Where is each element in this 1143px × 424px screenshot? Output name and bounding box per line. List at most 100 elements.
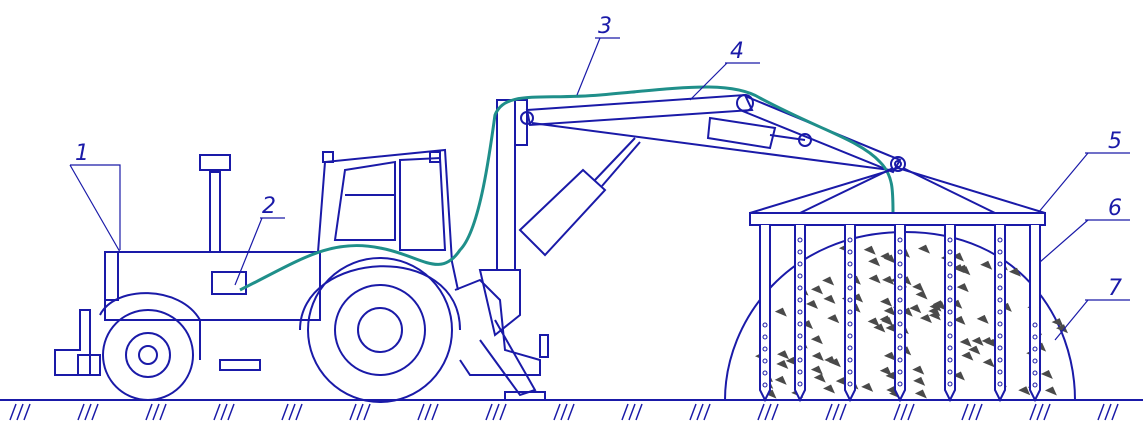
- ground-hatch-mark: [77, 403, 85, 421]
- probe-hole: [997, 369, 1003, 375]
- pile-particle: [861, 382, 874, 392]
- ground-hatch-mark: [499, 403, 507, 421]
- ground-hatch-mark: [635, 403, 643, 421]
- ground-hatch-mark: [159, 403, 167, 421]
- pile-particle: [774, 375, 787, 385]
- pile-particle: [811, 285, 824, 295]
- probe-hole: [797, 321, 803, 327]
- pile-particle: [851, 293, 864, 303]
- ground-hatch-mark: [560, 403, 568, 421]
- callout-7: 7: [1108, 276, 1122, 301]
- probe-hole: [997, 285, 1003, 291]
- probe-hole: [1032, 382, 1038, 388]
- probe-hole: [762, 370, 768, 376]
- callout-2: 2: [262, 194, 276, 219]
- pile-particle: [801, 320, 814, 330]
- ground-hatch-mark: [145, 403, 153, 421]
- ground-hatch-mark: [1029, 403, 1037, 421]
- probe-hole: [997, 321, 1003, 327]
- ground-hatch-mark: [16, 403, 24, 421]
- probe-hole: [797, 333, 803, 339]
- probe-hole: [797, 237, 803, 243]
- probe-hole: [797, 381, 803, 387]
- probe-hole: [847, 381, 853, 387]
- injector-probe: [1029, 225, 1041, 403]
- pile-particle: [950, 299, 963, 309]
- probe-hole: [997, 237, 1003, 243]
- probe-hole: [797, 285, 803, 291]
- pile-particle: [912, 365, 925, 375]
- probe-hole: [897, 285, 903, 291]
- probe-hole: [897, 237, 903, 243]
- ground-hatch-mark: [492, 403, 500, 421]
- probe-hole: [797, 261, 803, 267]
- ground-hatch-mark: [213, 403, 221, 421]
- probe-hole: [947, 237, 953, 243]
- probe-hole: [897, 357, 903, 363]
- probe-hole: [897, 321, 903, 327]
- probe-hole: [897, 345, 903, 351]
- pile-particle: [764, 389, 777, 399]
- pile-particle: [824, 355, 837, 365]
- ground-hatch-mark: [227, 403, 235, 421]
- ground-hatch-mark: [771, 403, 779, 421]
- callout-6: 6: [1108, 196, 1122, 221]
- injector-frame: [749, 166, 1046, 403]
- ground-hatch-mark: [281, 403, 289, 421]
- pile-particle: [810, 365, 823, 375]
- pile-particle: [823, 384, 836, 394]
- pile-particle: [968, 345, 981, 355]
- pile-particle: [810, 335, 823, 345]
- pile-particle: [879, 315, 892, 325]
- probe-hole: [847, 285, 853, 291]
- probe-hole: [897, 249, 903, 255]
- pile-particle: [776, 350, 789, 360]
- boom: [496, 93, 906, 271]
- ground-hatch-mark: [825, 403, 833, 421]
- ground-hatch-mark: [84, 403, 92, 421]
- probe-hole: [947, 333, 953, 339]
- probe-hole: [847, 261, 853, 267]
- ground-hatch-mark: [968, 403, 976, 421]
- pile-particle: [882, 275, 895, 285]
- pile-particle: [883, 351, 896, 361]
- probe-hole: [762, 358, 768, 364]
- pile-particle: [867, 317, 880, 327]
- pile-particle: [958, 266, 971, 276]
- probe-hole: [847, 357, 853, 363]
- probe-hole: [947, 273, 953, 279]
- probe-hole: [847, 273, 853, 279]
- probe-hole: [947, 285, 953, 291]
- pile-particle: [868, 257, 881, 267]
- ground-hatch-mark: [1111, 403, 1119, 421]
- probe-hole: [797, 273, 803, 279]
- ground-hatch-mark: [1104, 403, 1112, 421]
- pile-particle: [959, 338, 972, 348]
- probe-hole: [762, 322, 768, 328]
- tractor: [54, 148, 549, 403]
- ground-hatch-mark: [900, 403, 908, 421]
- probe-hole: [997, 333, 1003, 339]
- pile-particle: [956, 283, 969, 293]
- probe-hole: [897, 261, 903, 267]
- pile-particle: [917, 244, 930, 254]
- pile-particle: [813, 373, 826, 383]
- ground-hatch-mark: [220, 403, 228, 421]
- probe-hole: [797, 297, 803, 303]
- ground-hatch-mark: [764, 403, 772, 421]
- injector-probe: [994, 225, 1006, 403]
- ground-hatch-mark: [757, 403, 765, 421]
- pile-particle: [919, 314, 932, 324]
- probe-hole: [1032, 370, 1038, 376]
- ground-hatch-mark: [431, 403, 439, 421]
- pile-particle: [971, 336, 984, 346]
- probe-hole: [897, 309, 903, 315]
- probe-hole: [997, 357, 1003, 363]
- ground-hatch-mark: [832, 403, 840, 421]
- pile-particle: [880, 252, 893, 262]
- ground-hatch: [9, 403, 1119, 421]
- pile-particle: [976, 314, 989, 324]
- injector-probe: [844, 225, 856, 403]
- pile-particle: [928, 311, 941, 321]
